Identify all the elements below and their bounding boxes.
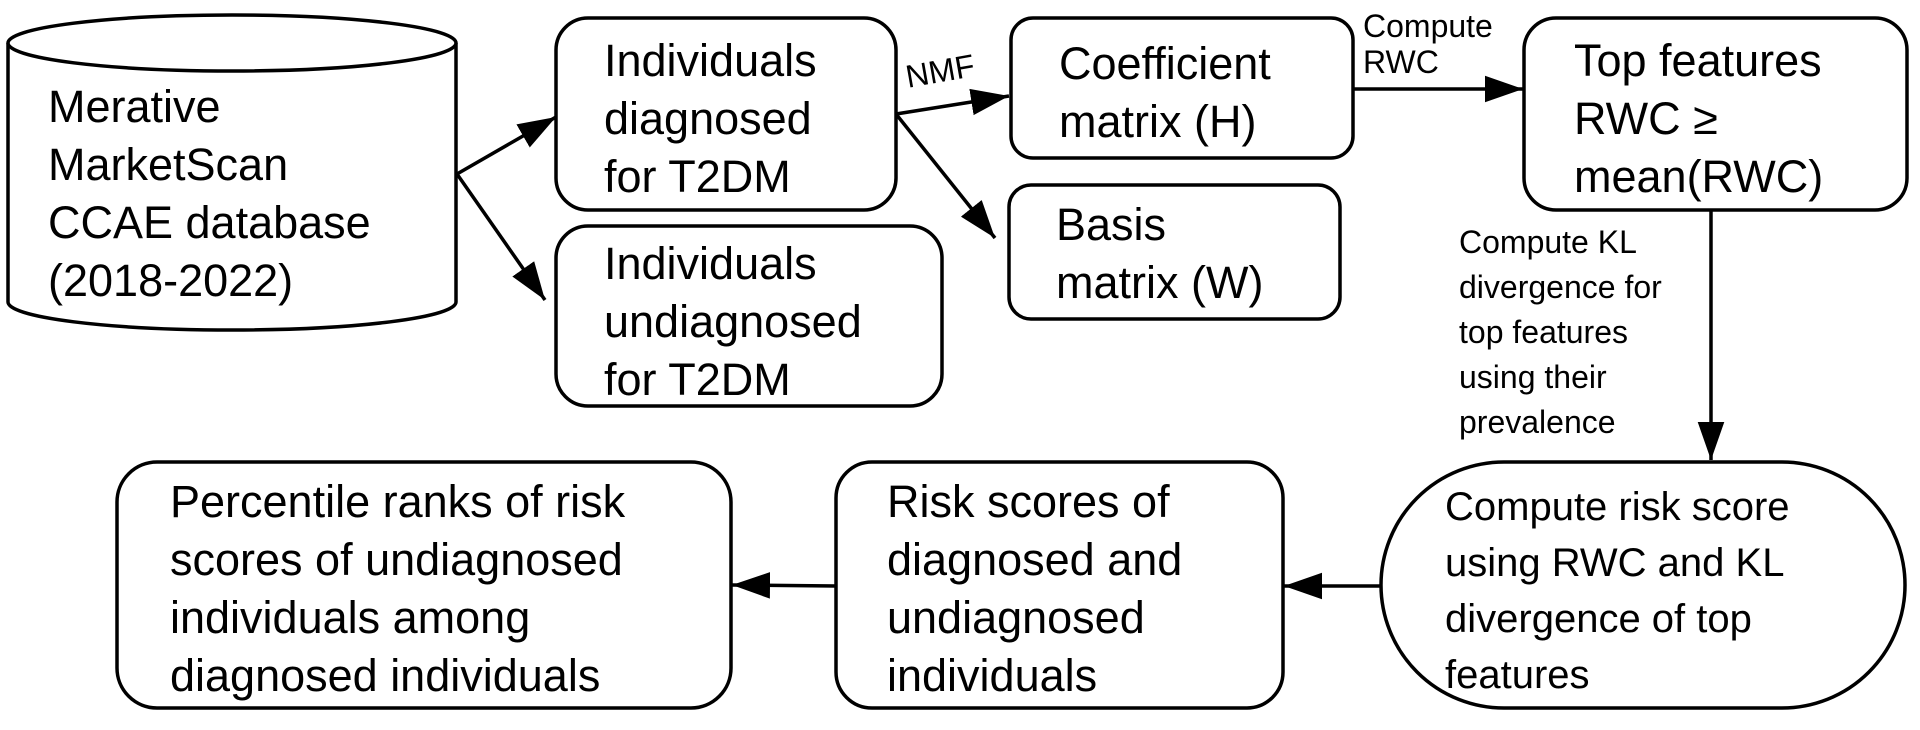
undiagnosed-box — [554, 224, 944, 408]
cylinder-body — [6, 43, 458, 332]
arrow-db-to-undiagnosed — [455, 172, 547, 302]
diagnosed-label: Individuals diagnosed for T2DM — [604, 35, 817, 202]
basis-label: Basis matrix (W) — [1056, 199, 1264, 308]
database-label: Merative MarketScan CCAE database (2018-… — [48, 81, 371, 306]
top-features-label: Top features RWC ≥ mean(RWC) — [1574, 35, 1824, 202]
percentile-box — [115, 460, 733, 710]
undiagnosed-label: Individuals undiagnosed for T2DM — [604, 238, 862, 405]
risk-score-compute-label: Compute risk score using RWC and KL dive… — [1445, 485, 1790, 697]
percentile-label: Percentile ranks of risk scores of undia… — [170, 476, 626, 701]
arrow-nmf-to-basis — [894, 112, 997, 240]
database-cylinder — [6, 13, 458, 332]
basis-box — [1007, 183, 1342, 321]
arrow-nmf-to-coefficient — [895, 88, 1010, 116]
compute-rwc-label: Compute RWC — [1363, 8, 1493, 80]
compute-kl-label: Compute KL divergence for top features u… — [1459, 224, 1662, 440]
top-features-box — [1522, 16, 1909, 212]
arrow-db-to-diagnosed — [456, 115, 557, 176]
risk-scores-label: Risk scores of diagnosed and undiagnosed… — [887, 476, 1183, 701]
coefficient-label: Coefficient matrix (H) — [1059, 38, 1271, 147]
cylinder-top — [6, 13, 458, 73]
arrow-to-percentile — [731, 572, 837, 599]
